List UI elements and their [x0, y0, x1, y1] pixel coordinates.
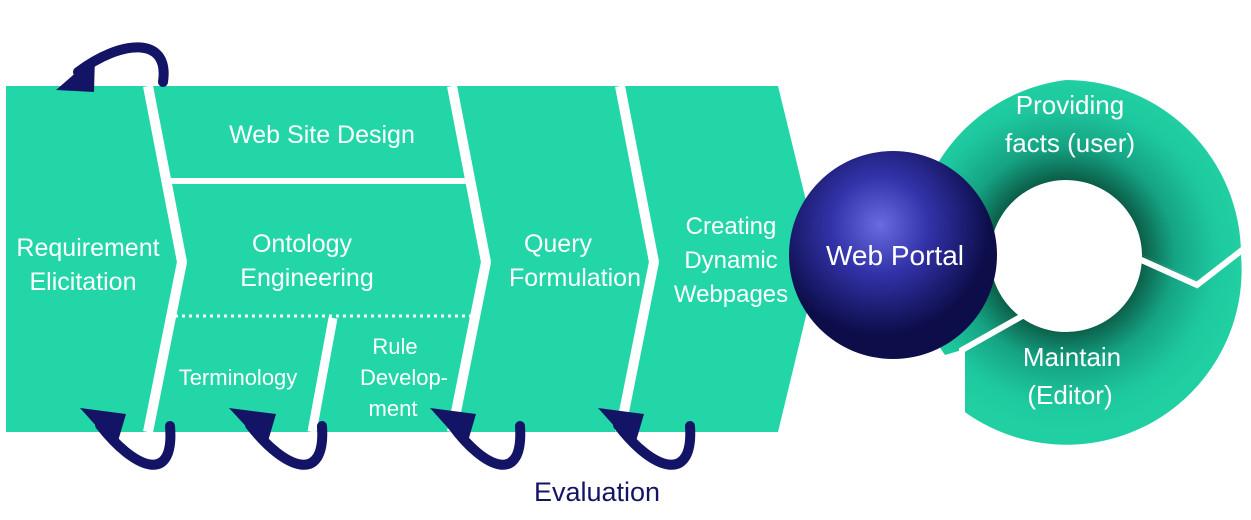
- stage-dividers: [143, 85, 660, 433]
- label-query-1: Query: [524, 230, 593, 258]
- label-providing-2: facts (user): [1005, 128, 1135, 158]
- divider-1: [143, 85, 188, 433]
- label-rule-1: Rule: [372, 334, 417, 359]
- divider-3: [615, 85, 660, 433]
- label-requirement-1: Requirement: [16, 234, 159, 262]
- label-evaluation: Evaluation: [534, 477, 660, 507]
- label-rule-2: Develop-: [360, 365, 448, 390]
- divider-terminology-rule: [307, 317, 338, 433]
- evaluation-arrowheads: [56, 56, 644, 448]
- ring-segment-maintain: [962, 255, 1242, 445]
- label-ontology-1: Ontology: [252, 230, 353, 258]
- arrowhead-1: [80, 408, 126, 448]
- arrowhead-top: [56, 56, 95, 92]
- label-query-2: Formulation: [509, 264, 641, 292]
- label-rule-3: ment: [369, 396, 418, 421]
- ring-gap: [1135, 244, 1248, 289]
- label-creating-3: Webpages: [674, 281, 788, 308]
- label-web-portal: Web Portal: [826, 240, 964, 271]
- arrowhead-4: [598, 408, 644, 448]
- web-portal-sphere: [789, 151, 997, 359]
- label-maintain-2: (Editor): [1027, 380, 1112, 410]
- maintenance-cycle: [912, 80, 1248, 445]
- process-band: [6, 86, 820, 432]
- label-creating-2: Dynamic: [684, 247, 777, 274]
- ring-hole: [996, 185, 1136, 325]
- arrowhead-3: [430, 408, 476, 448]
- label-terminology: Terminology: [179, 365, 298, 390]
- ring-segment-providing: [912, 80, 1241, 355]
- label-maintain-1: Maintain: [1023, 342, 1121, 372]
- label-creating-1: Creating: [686, 213, 777, 240]
- divider-2: [447, 85, 492, 433]
- label-providing-1: Providing: [1016, 90, 1124, 120]
- arrowhead-2: [229, 408, 276, 448]
- label-web-site-design: Web Site Design: [229, 121, 415, 149]
- label-ontology-2: Engineering: [240, 264, 373, 292]
- label-requirement-2: Elicitation: [30, 268, 137, 296]
- ring-gap-2: [959, 312, 1026, 414]
